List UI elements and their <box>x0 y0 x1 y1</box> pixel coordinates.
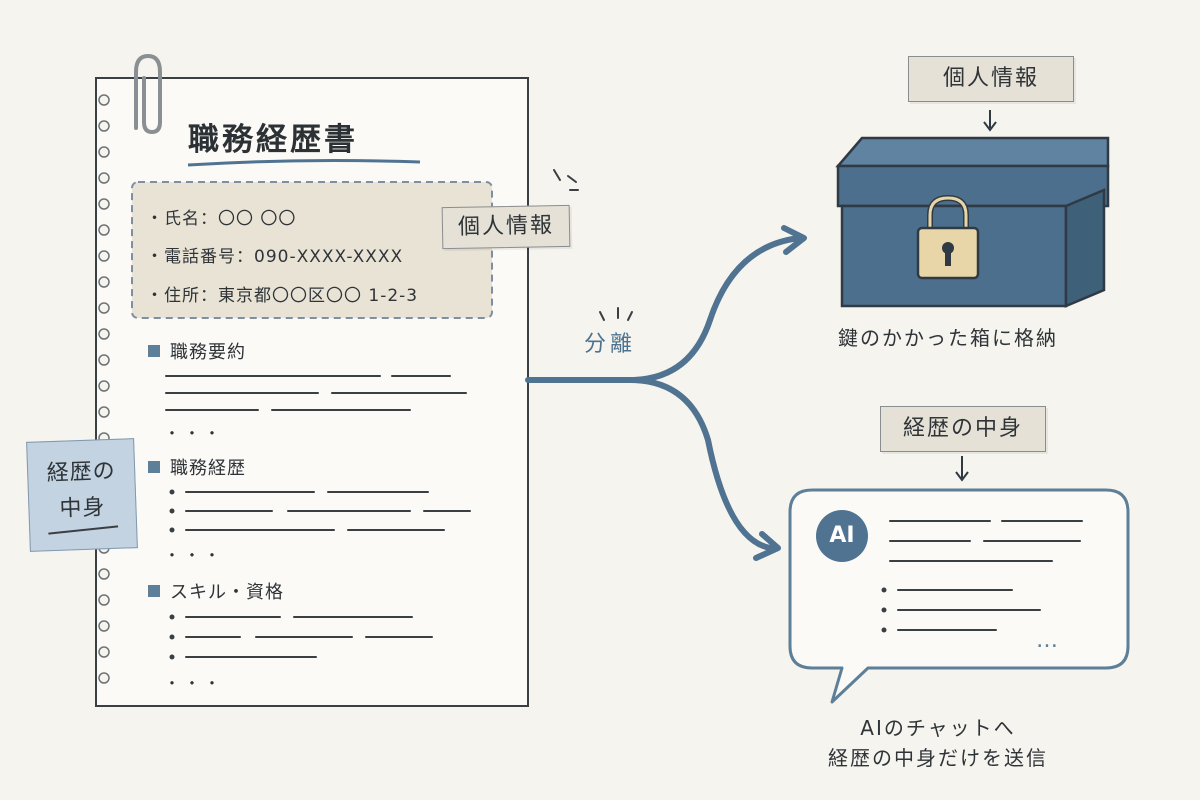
section-summary: 職務要約 <box>148 338 246 364</box>
career-bullets <box>169 489 175 533</box>
sticky-note-line1: 経歴の <box>46 458 117 487</box>
section-career: 職務経歴 <box>148 454 246 480</box>
skills-ellipsis: ・・・ <box>164 674 225 693</box>
paperclip-icon <box>134 53 162 135</box>
career-placeholder-lines <box>185 491 471 531</box>
tag-to-box-arrow <box>983 110 997 132</box>
split-label: 分離 <box>584 332 637 357</box>
locked-box-caption: 鍵のかかった箱に格納 <box>838 326 1058 350</box>
chat-placeholder-lines <box>889 520 1083 631</box>
chat-caption-line2: 経歴の中身だけを送信 <box>828 746 1048 770</box>
section-marker-icon <box>148 461 160 473</box>
ai-badge-icon: AI <box>816 510 868 562</box>
split-arrows <box>525 225 807 561</box>
resume-title: 職務経歴書 <box>188 122 358 158</box>
locked-box-illustration <box>835 136 1110 308</box>
section-marker-icon <box>148 345 160 357</box>
personal-name-line: ・氏名：〇〇 〇〇 <box>146 209 297 229</box>
section-skills-label: スキル・資格 <box>170 582 284 603</box>
personal-info-tag: 個人情報 <box>441 204 571 250</box>
split-sparkle <box>599 307 633 321</box>
section-career-label: 職務経歴 <box>170 458 246 479</box>
chat-bubble-icon <box>788 488 1130 704</box>
summary-ellipsis: ・・・ <box>164 424 225 443</box>
summary-placeholder-lines <box>165 375 467 411</box>
career-content-tag: 経歴の中身 <box>880 406 1046 452</box>
chat-bullets <box>881 587 887 633</box>
career-content-sticky-note: 経歴の 中身 <box>26 438 138 552</box>
section-marker-icon <box>148 585 160 597</box>
section-skills: スキル・資格 <box>148 578 284 604</box>
locked-personal-info-tag: 個人情報 <box>908 56 1074 102</box>
personal-info-box <box>131 181 493 319</box>
skills-bullets <box>169 614 175 660</box>
sparkle-marks <box>553 169 579 191</box>
skills-placeholder-lines <box>185 616 433 658</box>
career-ellipsis: ・・・ <box>164 546 225 565</box>
padlock-icon <box>916 194 980 280</box>
personal-phone-line: ・電話番号：090-XXXX-XXXX <box>146 247 404 267</box>
title-underline <box>187 159 421 167</box>
chat-more-indicator: … <box>1036 628 1060 653</box>
chat-caption-line1: AIのチャットへ <box>860 716 1016 740</box>
personal-address-line: ・住所：東京都〇〇区〇〇 1-2-3 <box>146 286 419 306</box>
section-summary-label: 職務要約 <box>170 342 246 363</box>
tag-to-chat-arrow <box>955 456 969 482</box>
sticky-note-line2: 中身 <box>59 495 106 522</box>
